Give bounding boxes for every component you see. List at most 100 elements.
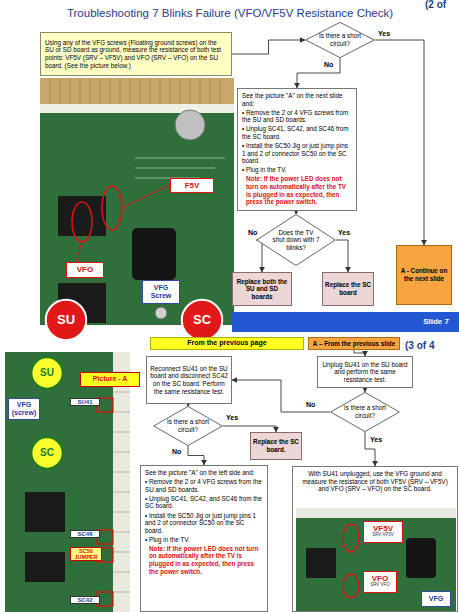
edge-label: Yes bbox=[378, 30, 390, 37]
board-callout: SC bbox=[180, 298, 224, 342]
board-callout: SU bbox=[30, 356, 64, 390]
board-callout: SU bbox=[44, 298, 88, 342]
procedure-box: See the picture "A" on the left side and… bbox=[140, 465, 268, 612]
process-box: With SU41 unplugged, use the VFG ground … bbox=[292, 466, 458, 612]
node-text: A - Continue on the next slide bbox=[399, 267, 449, 282]
circle-shape bbox=[31, 357, 62, 388]
text-area: SC bbox=[180, 298, 224, 342]
flow-arrow bbox=[188, 446, 204, 465]
slide-band: Slide 7 bbox=[232, 312, 459, 332]
node-text: See the picture "A" on the left side and… bbox=[145, 469, 263, 477]
edge-label: No bbox=[248, 229, 257, 236]
circle-shape bbox=[46, 300, 86, 340]
capacitor bbox=[132, 228, 176, 280]
node-text: Replace the SC board. bbox=[253, 438, 299, 453]
highlight-ellipse bbox=[343, 574, 359, 598]
text-area: Is there a short circuit? bbox=[305, 22, 375, 58]
node-text: • Plug in the TV. bbox=[242, 166, 352, 174]
diamond-shape bbox=[306, 22, 375, 57]
highlight-ellipse bbox=[343, 524, 359, 552]
node-text: SRV VFO bbox=[370, 583, 390, 588]
circle-shape bbox=[31, 437, 62, 468]
chip bbox=[25, 552, 65, 582]
flow-arrow bbox=[296, 211, 297, 214]
part-label: SC42 bbox=[70, 596, 100, 604]
part-tag: VFG Screw bbox=[142, 280, 180, 304]
text-area: VFOSRV VFO bbox=[364, 572, 396, 592]
flow-arrow bbox=[256, 240, 262, 272]
text-area: Slide 7 bbox=[232, 312, 459, 332]
ribbon-cable bbox=[40, 78, 234, 104]
node-text: Is there a short circuit? bbox=[167, 418, 209, 433]
text-area: Replace the SC board. bbox=[251, 433, 301, 459]
decision-diamond: Is there a short circuit? bbox=[305, 22, 375, 58]
node-text: VF5V bbox=[373, 525, 393, 533]
node-text: VFG (screw) bbox=[9, 401, 39, 416]
node-text: Reconnect SU41 on the SU board and disco… bbox=[150, 365, 228, 395]
part-label: SC46 bbox=[70, 530, 100, 538]
highlight-ellipse bbox=[72, 202, 92, 242]
part-tag: VFG (screw) bbox=[8, 398, 40, 420]
text-area: A – From the previous slide bbox=[309, 338, 399, 349]
connector-box: A – From the previous slide bbox=[308, 337, 400, 350]
node-text: From the previous page bbox=[187, 339, 266, 347]
flow-arrow bbox=[365, 388, 366, 392]
text-area: Unplug SU41 on the SU board and perform … bbox=[318, 357, 412, 387]
node-text: VFO bbox=[372, 575, 388, 583]
edge-label: Yes bbox=[226, 414, 238, 421]
node-text: SRV VF5V bbox=[372, 533, 394, 538]
node-text: VFG bbox=[429, 595, 443, 603]
connector bbox=[296, 508, 456, 518]
connector-box: A - Continue on the next slide bbox=[396, 245, 452, 305]
node-text: Is there a short circuit? bbox=[344, 404, 386, 419]
cable-lines bbox=[50, 78, 220, 104]
edge-label: No bbox=[324, 61, 333, 68]
node-text: Replace both the SU and SD boards bbox=[235, 278, 289, 301]
edge-label: Yes bbox=[370, 436, 382, 443]
flow-arrow bbox=[375, 40, 424, 245]
screw-boss bbox=[175, 110, 205, 140]
node-text: • Unplug SC41, SC42, and SC46 from the S… bbox=[242, 125, 352, 140]
flow-arrow bbox=[297, 58, 340, 88]
slide-title: Troubleshooting 7 Blinks Failure (VFO/VF… bbox=[30, 7, 430, 19]
flow-arrow bbox=[232, 380, 330, 412]
action-box: Replace the SC board bbox=[322, 272, 374, 306]
circuit-board bbox=[296, 508, 456, 612]
board-photo bbox=[5, 352, 130, 612]
board-callout: SC bbox=[30, 436, 64, 470]
diamond-shape bbox=[257, 215, 335, 266]
edge-label: Yes bbox=[338, 229, 350, 236]
instruction-box: Using any of the VFG screws (Floating gr… bbox=[40, 32, 232, 76]
text-area: VFG Screw bbox=[143, 281, 179, 303]
test-point-tag: VFO bbox=[66, 262, 104, 278]
text-area: VFG bbox=[422, 592, 450, 606]
circle-shape bbox=[182, 300, 222, 340]
connector-strip bbox=[113, 352, 130, 612]
node-text: A – From the previous slide bbox=[313, 340, 395, 348]
header-band: From the previous page bbox=[150, 337, 304, 350]
text-area: VF5VSRV VF5V bbox=[364, 522, 402, 542]
test-point-tag: VFOSRV VFO bbox=[363, 571, 397, 593]
flow-arrow bbox=[336, 240, 348, 272]
part-label: SU41 bbox=[70, 398, 100, 406]
node-text: Note: If the power LED does not turn on … bbox=[145, 545, 263, 575]
node-text: VFG Screw bbox=[143, 284, 179, 299]
text-area: A - Continue on the next slide bbox=[397, 246, 451, 304]
circuit-board bbox=[40, 78, 234, 325]
node-text: Picture - A bbox=[93, 375, 128, 383]
text-area: Replace the SC board bbox=[323, 273, 373, 305]
diamond-shape bbox=[331, 392, 400, 431]
board-photo bbox=[40, 78, 234, 325]
node-text: Is there a short circuit? bbox=[319, 32, 361, 47]
node-text: SU bbox=[57, 312, 75, 328]
part-label: (2 of bbox=[425, 0, 446, 10]
node-text: See the picture "A" on the next slide an… bbox=[242, 92, 352, 107]
highlight-ellipse bbox=[102, 186, 122, 230]
test-point-tag: VF5VSRV VF5V bbox=[363, 521, 403, 543]
process-box: Reconnect SU41 on the SU board and disco… bbox=[146, 356, 232, 404]
node-text: • Remove the 2 or 4 VFG screws from the … bbox=[242, 109, 352, 124]
text-area: See the picture "A" on the next slide an… bbox=[238, 89, 356, 210]
chip bbox=[25, 492, 65, 532]
board-traces bbox=[135, 158, 225, 178]
